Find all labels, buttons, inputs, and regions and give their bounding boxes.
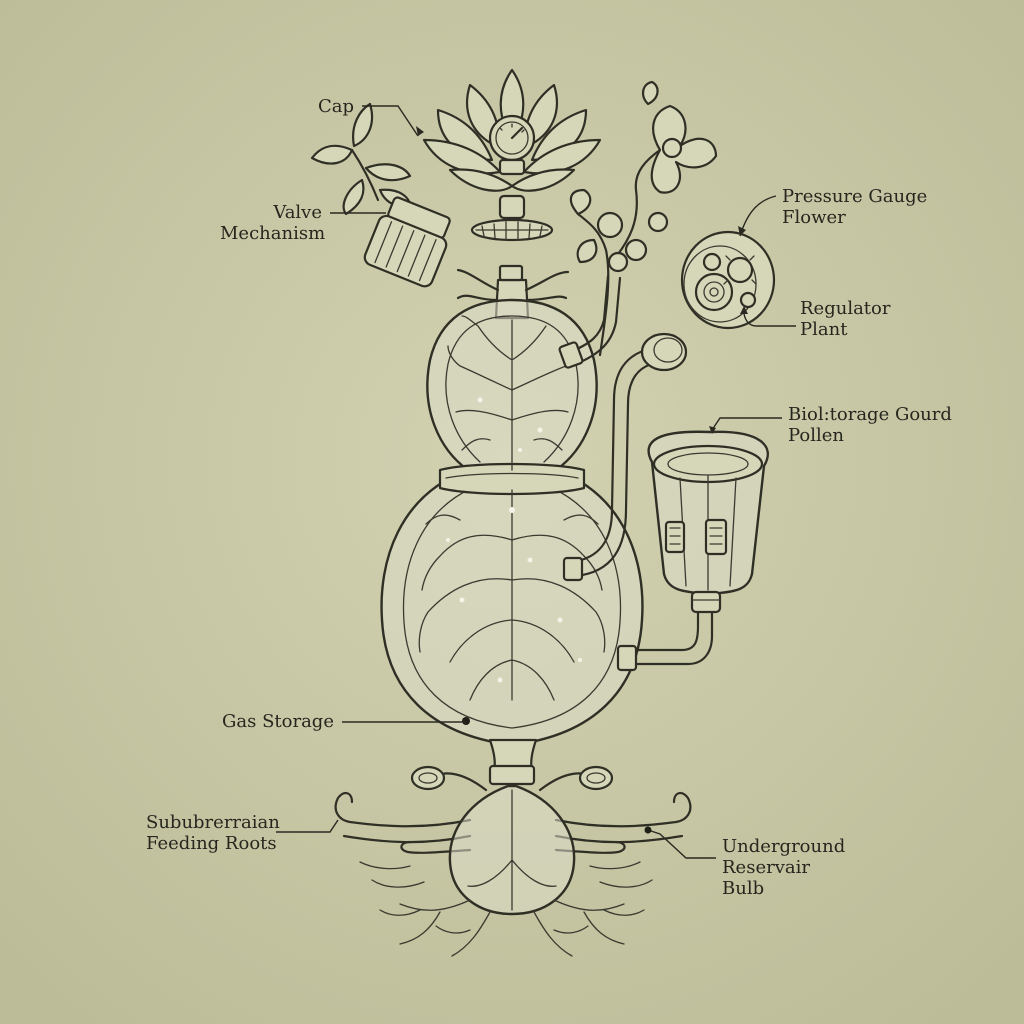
valve-gear — [470, 194, 554, 242]
label-gas-storage: Gas Storage — [222, 711, 334, 732]
leader-cap — [362, 105, 419, 137]
leader-roots — [276, 819, 339, 833]
label-subterranean-feeding-roots: Sububrerraian Feeding Roots — [146, 812, 280, 854]
lotus-gauge-flower — [422, 68, 602, 192]
label-pressure-gauge-flower: Pressure Gauge Flower — [782, 186, 928, 228]
gas-storage-gourd — [380, 264, 644, 747]
label-cap: Cap — [318, 96, 355, 117]
leader-biostorage — [711, 417, 782, 431]
biostorage-cup — [647, 430, 769, 614]
label-regulator-plant: Regulator Plant — [800, 298, 891, 340]
regulator-gear-disc — [680, 230, 776, 330]
leader-bulb — [647, 829, 716, 859]
label-valve-mechanism: Valve Mechanism — [220, 202, 326, 244]
label-underground-reservoir-bulb: Underground Reservair Bulb — [722, 836, 846, 899]
label-biostorage-gourd-pollen: Biol:torage Gourd Pollen — [788, 404, 952, 446]
underground-reservoir-bulb — [334, 738, 692, 957]
connector-tubes — [558, 274, 714, 672]
leader-lines — [276, 105, 796, 859]
flowering-branch — [569, 80, 718, 357]
valve-mechanism-plant — [310, 102, 451, 288]
